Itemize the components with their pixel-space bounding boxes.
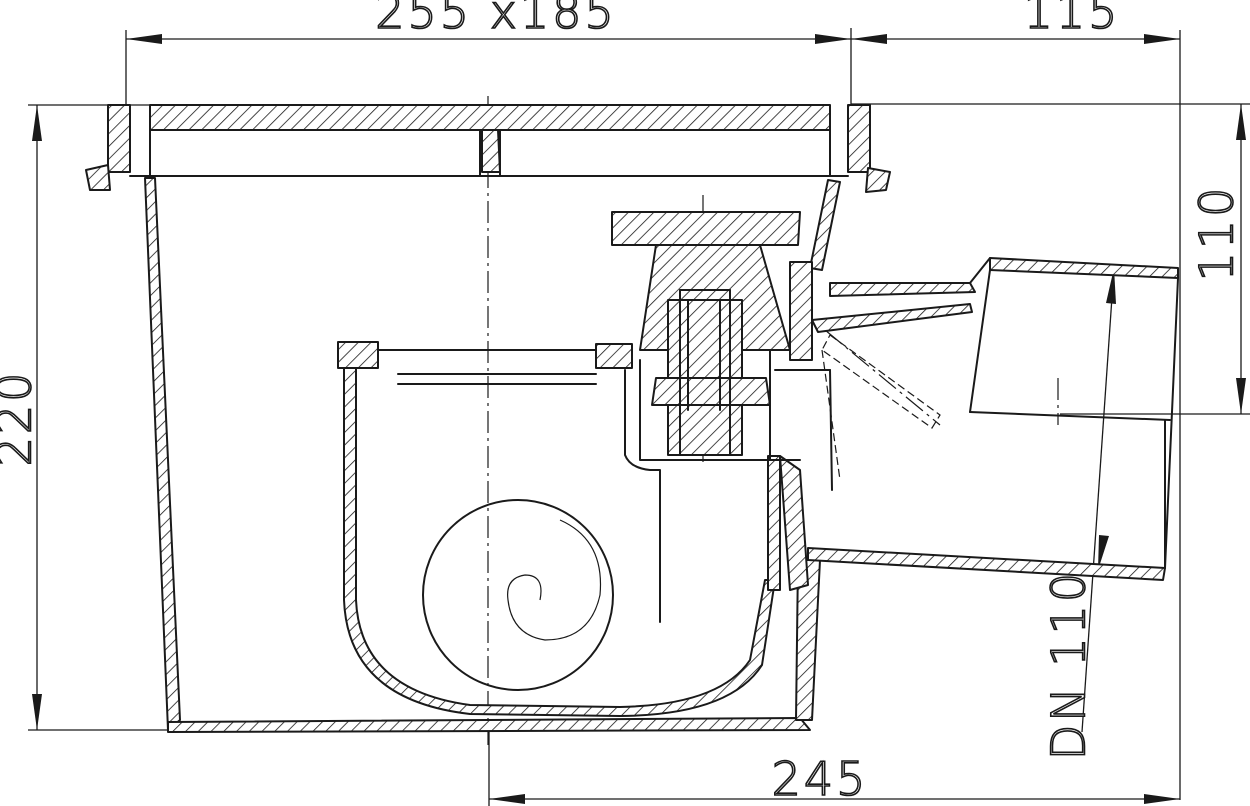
inner-trap-basket xyxy=(337,341,809,717)
dim-label-right-height: 110 xyxy=(1190,185,1244,282)
dimension-left-height: 220 xyxy=(0,104,170,731)
dim-label-bottom-width: 245 xyxy=(772,752,869,806)
dimension-bottom-width: 245 xyxy=(488,730,1180,806)
dim-label-outlet: DN 110 xyxy=(1042,570,1096,760)
grate-frame xyxy=(85,104,891,193)
outlet-pipe xyxy=(807,257,1179,581)
dimension-top-right: 115 xyxy=(851,0,1181,800)
dim-label-left-height: 220 xyxy=(0,370,42,467)
float-ball xyxy=(422,499,614,691)
dimension-top-grate: 255 x185 xyxy=(125,0,852,105)
center-lines xyxy=(487,96,1059,745)
dim-label-top-grate: 255 x185 xyxy=(375,0,616,39)
center-valve-assembly xyxy=(611,211,833,491)
drain-body xyxy=(144,177,841,733)
dimension-outlet: DN 110 xyxy=(1041,267,1116,761)
dim-label-top-right: 115 xyxy=(1024,0,1121,39)
dimension-right-height: 110 xyxy=(851,103,1250,415)
